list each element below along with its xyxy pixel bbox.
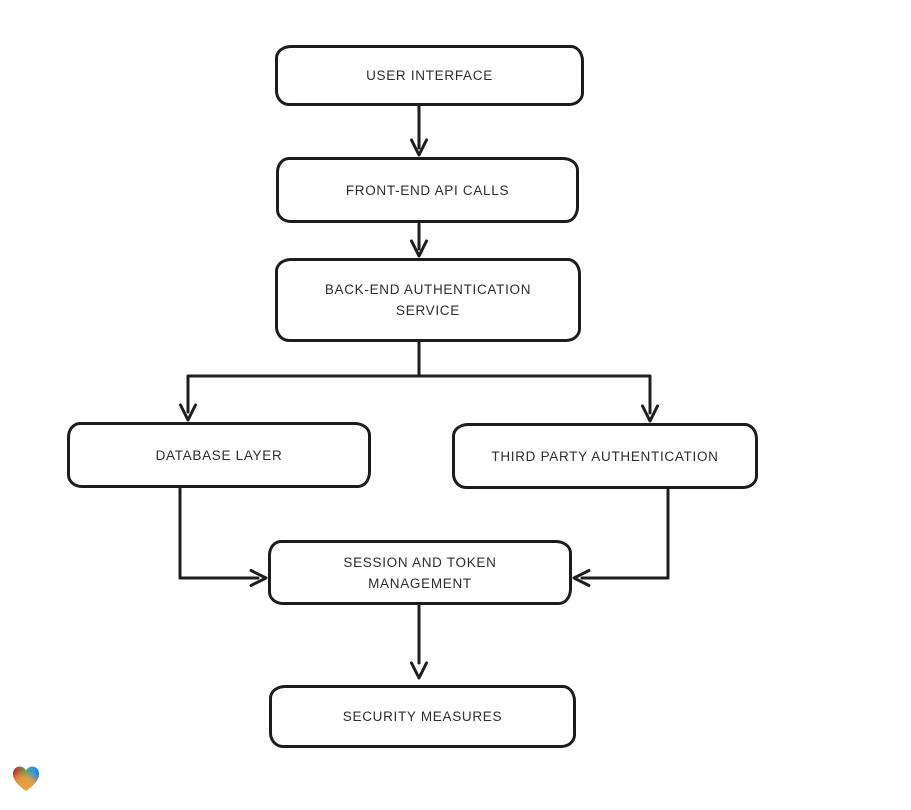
arrowhead-down-icon bbox=[641, 404, 659, 423]
heart-logo bbox=[9, 760, 43, 795]
arrowhead-down-icon bbox=[410, 138, 428, 157]
arrowhead-left-icon bbox=[572, 569, 591, 587]
node-back-end-authentication-service-label: BACK-END AUTHENTICATION SERVICE bbox=[324, 282, 532, 318]
arrowhead-right-icon bbox=[249, 569, 268, 587]
node-third-party-authentication: THIRD PARTY AUTHENTICATION bbox=[452, 423, 758, 489]
node-user-interface-label: USER INTERFACE bbox=[366, 68, 493, 83]
edge-line bbox=[186, 341, 421, 414]
node-security-measures-label: SECURITY MEASURES bbox=[342, 709, 503, 724]
edge-back-end-authentication-service-to-third-party-authentication bbox=[417, 374, 659, 423]
node-user-interface: USER INTERFACE bbox=[275, 45, 584, 106]
node-back-end-authentication-service: BACK-END AUTHENTICATION SERVICE bbox=[275, 258, 581, 342]
edge-database-layer-to-session-and-token-management bbox=[178, 487, 268, 587]
arrowhead-down-icon bbox=[410, 239, 428, 258]
edge-third-party-authentication-to-session-and-token-management bbox=[572, 488, 670, 587]
arrowhead-down-icon bbox=[410, 661, 428, 680]
node-session-and-token-management-label: SESSION AND TOKEN MANAGEMENT bbox=[343, 554, 497, 591]
edge-line bbox=[580, 488, 670, 580]
edge-user-interface-to-front-end-api-calls bbox=[410, 105, 428, 157]
node-database-layer: DATABASE LAYER bbox=[67, 422, 371, 488]
edge-front-end-api-calls-to-back-end-authentication-service bbox=[410, 222, 428, 258]
node-database-layer-label: DATABASE LAYER bbox=[155, 447, 283, 463]
edge-back-end-authentication-service-to-database-layer bbox=[179, 341, 421, 422]
edge-line bbox=[417, 374, 652, 415]
node-front-end-api-calls-label: FRONT-END API CALLS bbox=[345, 182, 510, 198]
edge-session-and-token-management-to-security-measures bbox=[410, 604, 428, 680]
node-session-and-token-management: SESSION AND TOKEN MANAGEMENT bbox=[268, 540, 572, 605]
node-third-party-authentication-label: THIRD PARTY AUTHENTICATION bbox=[491, 448, 719, 464]
node-security-measures: SECURITY MEASURES bbox=[269, 685, 576, 748]
heart-gradient-icon bbox=[12, 766, 40, 791]
arrowhead-down-icon bbox=[179, 403, 197, 422]
edge-line bbox=[178, 487, 260, 580]
node-front-end-api-calls: FRONT-END API CALLS bbox=[276, 157, 579, 223]
